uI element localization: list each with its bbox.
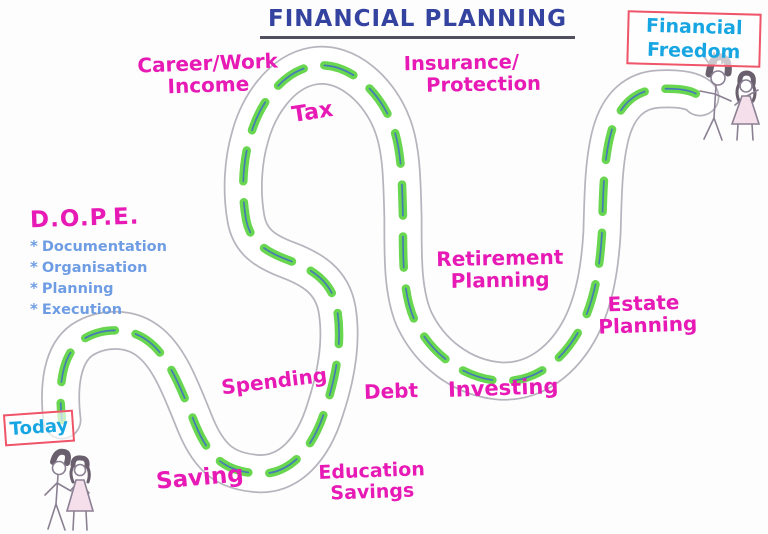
dope-item-execution: *Execution [30,299,167,320]
today-sign: Today [2,409,76,447]
milestone-line: Planning [597,311,698,340]
milestone-estate-planning: Estate Planning [597,290,698,340]
dope-item-label: Documentation [41,239,167,255]
financial-freedom-line: Freedom [646,38,741,64]
dope-item-label: Organisation [41,260,148,276]
man-figure [44,448,72,531]
couple-today [44,448,95,531]
asterisk-bullet: * [30,237,38,255]
milestone-career-work-income: Career/Work Income [125,49,290,99]
page-title: FINANCIAL PLANNING [260,6,575,39]
milestone-retirement-planning: Retirement Planning [430,245,571,294]
road-center-line-blue [59,64,701,475]
dope-heading: D.O.P.E. [29,203,140,234]
woman-figure [730,70,761,141]
dope-item-label: Planning [41,281,114,297]
dope-item-label: Execution [41,302,123,318]
milestone-line: Savings [330,479,415,505]
dope-item-planning: *Planning [30,278,167,299]
milestone-line: Protection [425,71,542,97]
financial-freedom-sign: Financial Freedom [626,10,762,68]
milestone-investing: Investing [447,374,559,402]
financial-freedom-line: Financial [645,14,743,40]
milestone-debt: Debt [363,378,419,404]
asterisk-bullet: * [30,279,38,297]
milestone-education-savings: Education Savings [315,458,428,505]
woman-figure [65,455,95,531]
milestone-insurance-protection: Insurance/ Protection [404,50,542,97]
couple-freedom [699,52,761,141]
today-sign-label: Today [9,414,69,441]
milestone-line: Planning [450,267,550,294]
dope-list: D.O.P.E. *Documentation *Organisation *P… [29,203,167,320]
asterisk-bullet: * [30,300,38,318]
dope-item-documentation: *Documentation [30,236,167,257]
dope-item-organisation: *Organisation [30,257,167,278]
asterisk-bullet: * [30,258,38,276]
